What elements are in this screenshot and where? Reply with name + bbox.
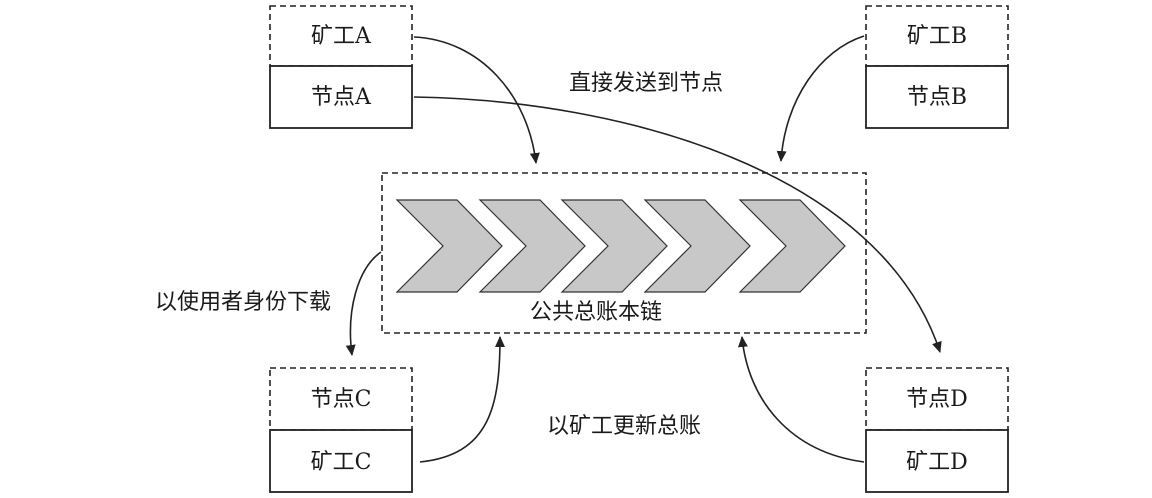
block-chevron <box>738 199 846 293</box>
miner-b-box <box>865 5 1009 67</box>
arrow-miner-a-to-ledger <box>413 36 540 164</box>
node-group-d: 节点D 矿工D <box>865 367 1009 493</box>
miner-b-label: 矿工B <box>907 24 967 49</box>
miner-c-box <box>269 429 413 493</box>
miner-a-box <box>269 5 413 67</box>
miner-c-label: 矿工C <box>311 450 372 475</box>
block-chevron <box>478 199 586 293</box>
public-ledger: 公共总账本链 <box>381 172 867 334</box>
node-a-label: 节点A <box>311 85 372 110</box>
node-group-a: 矿工A 节点A <box>269 5 413 129</box>
node-d-box <box>865 367 1009 431</box>
label-update-as-miner: 以矿工更新总账 <box>547 414 701 439</box>
node-group-c: 节点C 矿工C <box>269 367 413 493</box>
miner-d-box <box>865 429 1009 493</box>
node-a-box <box>269 65 413 129</box>
node-group-b: 矿工B 节点B <box>865 5 1009 129</box>
arrow-miner-d-to-ledger <box>737 336 865 463</box>
ledger-label: 公共总账本链 <box>530 300 662 325</box>
node-b-box <box>865 65 1009 129</box>
miner-a-label: 矿工A <box>311 24 372 49</box>
miner-d-label: 矿工D <box>906 450 968 475</box>
node-d-label: 节点D <box>906 387 968 412</box>
block-chevron <box>395 199 503 293</box>
node-b-label: 节点B <box>907 85 967 110</box>
arrow-node-a-to-node-d <box>413 96 942 353</box>
arrow-ledger-to-node-c <box>345 251 382 356</box>
label-send-direct: 直接发送到节点 <box>569 71 723 96</box>
node-c-label: 节点C <box>311 387 372 412</box>
node-c-box <box>269 367 413 431</box>
label-download-as-user: 以使用者身份下载 <box>155 290 331 315</box>
arrow-miner-c-to-ledger <box>419 336 505 463</box>
arrow-miner-b-to-ledger <box>776 35 865 162</box>
block-chevron <box>643 199 751 293</box>
block-chevron <box>560 199 668 293</box>
